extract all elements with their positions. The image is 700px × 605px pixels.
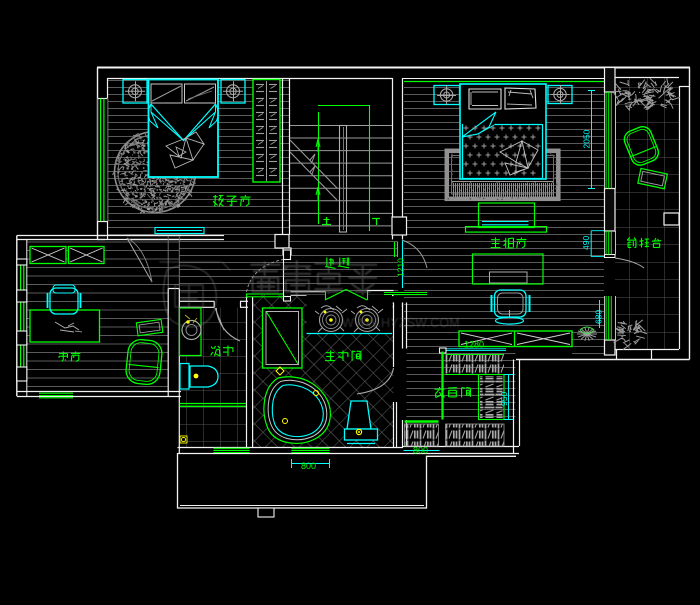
svg-text:1210: 1210 <box>396 258 406 277</box>
svg-text:2050: 2050 <box>582 129 592 148</box>
svg-text:950: 950 <box>499 392 509 406</box>
svg-text:800: 800 <box>301 461 316 471</box>
svg-text:800: 800 <box>413 446 428 456</box>
svg-text:490: 490 <box>581 236 591 250</box>
svg-text:WWW.HYZSW.COM: WWW.HYZSW.COM <box>342 316 460 330</box>
svg-text:680: 680 <box>594 310 604 324</box>
svg-text:1280: 1280 <box>464 340 484 350</box>
